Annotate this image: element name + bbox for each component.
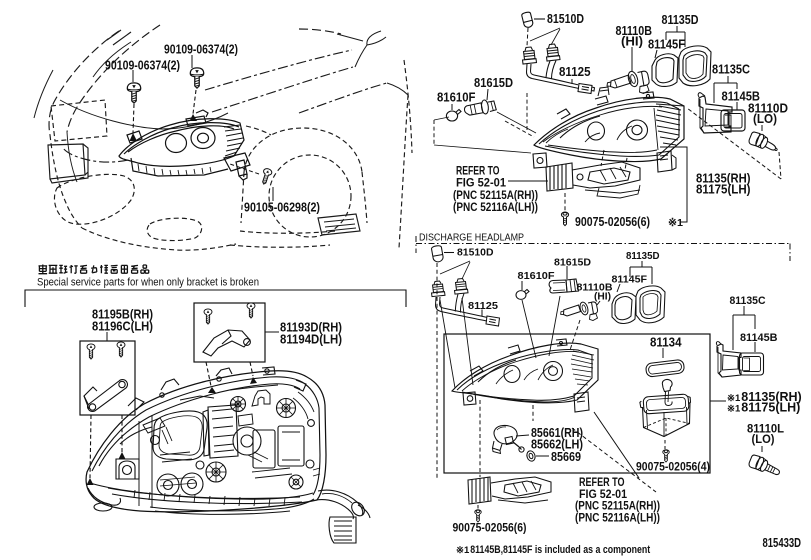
svg-text:85662(LH): 85662(LH)	[531, 438, 583, 452]
svg-text:81193D(RH): 81193D(RH)	[280, 321, 342, 335]
svg-text:(PNC 52116A(LH)): (PNC 52116A(LH))	[575, 511, 660, 525]
svg-text:81110D: 81110D	[748, 102, 788, 116]
svg-text:81510D: 81510D	[457, 247, 494, 259]
svg-text:81135C: 81135C	[712, 63, 750, 77]
svg-text:81145F: 81145F	[648, 38, 685, 52]
svg-text:81175(LH): 81175(LH)	[696, 183, 751, 197]
svg-text:REFER TO: REFER TO	[456, 164, 500, 178]
svg-text:81135D: 81135D	[662, 13, 699, 27]
svg-text:81615D: 81615D	[474, 76, 513, 90]
svg-text:FIG 52-01: FIG 52-01	[579, 487, 627, 501]
svg-text:DISCHARGE HEADLAMP: DISCHARGE HEADLAMP	[419, 232, 524, 244]
svg-text:81135D: 81135D	[626, 250, 660, 262]
svg-text:81145F: 81145F	[612, 274, 648, 286]
svg-text:81145B: 81145B	[740, 332, 778, 344]
svg-text:※1: ※1	[668, 217, 683, 229]
svg-text:81194D(LH): 81194D(LH)	[280, 333, 342, 347]
svg-text:815433D: 815433D	[763, 536, 802, 550]
svg-text:(LO): (LO)	[752, 432, 775, 446]
svg-text:Special service parts for when: Special service parts for when only brac…	[37, 277, 259, 289]
svg-text:81135(RH): 81135(RH)	[696, 172, 751, 186]
svg-text:(PNC 52115A(RH)): (PNC 52115A(RH))	[575, 499, 660, 513]
svg-text:90109-06374(2): 90109-06374(2)	[105, 58, 180, 73]
svg-text:81195B(RH): 81195B(RH)	[92, 308, 153, 322]
svg-text:(PNC 52115A(RH)): (PNC 52115A(RH))	[453, 188, 538, 202]
svg-text:81110L: 81110L	[747, 422, 784, 436]
svg-text:81610F: 81610F	[518, 270, 556, 282]
svg-text:(HI): (HI)	[621, 35, 643, 49]
svg-text:(PNC 52116A(LH)): (PNC 52116A(LH))	[453, 200, 538, 214]
svg-text:90075-02056(6): 90075-02056(6)	[453, 521, 527, 535]
svg-text:REFER TO: REFER TO	[579, 475, 625, 489]
svg-text:81110B: 81110B	[577, 282, 613, 294]
svg-text:※181175(LH): ※181175(LH)	[727, 401, 800, 415]
svg-text:81134: 81134	[650, 336, 682, 350]
svg-text:(LO): (LO)	[753, 112, 777, 126]
svg-text:※181145B,81145F is included as: ※181145B,81145F is included as a compone…	[456, 544, 651, 556]
svg-text:85661(RH): 85661(RH)	[531, 426, 583, 440]
svg-text:81610F: 81610F	[437, 91, 476, 105]
svg-text:85669: 85669	[551, 450, 581, 464]
svg-text:81615D: 81615D	[554, 257, 591, 269]
svg-text:※181135(RH): ※181135(RH)	[727, 390, 802, 404]
svg-text:90105-06298(2): 90105-06298(2)	[244, 200, 320, 215]
svg-text:81196C(LH): 81196C(LH)	[92, 320, 153, 334]
svg-text:90075-02056(6): 90075-02056(6)	[575, 215, 650, 229]
svg-text:(HI): (HI)	[594, 291, 611, 303]
svg-text:90075-02056(4): 90075-02056(4)	[636, 460, 710, 474]
svg-text:90109-06374(2): 90109-06374(2)	[164, 42, 238, 57]
svg-text:81510D: 81510D	[547, 12, 584, 26]
svg-text:FIG 52-01: FIG 52-01	[456, 176, 506, 190]
svg-text:81110B: 81110B	[616, 24, 653, 38]
svg-text:81125: 81125	[559, 65, 591, 79]
svg-text:81135C: 81135C	[730, 295, 766, 307]
svg-text:81125: 81125	[468, 300, 498, 312]
svg-text:81145B: 81145B	[722, 90, 761, 104]
